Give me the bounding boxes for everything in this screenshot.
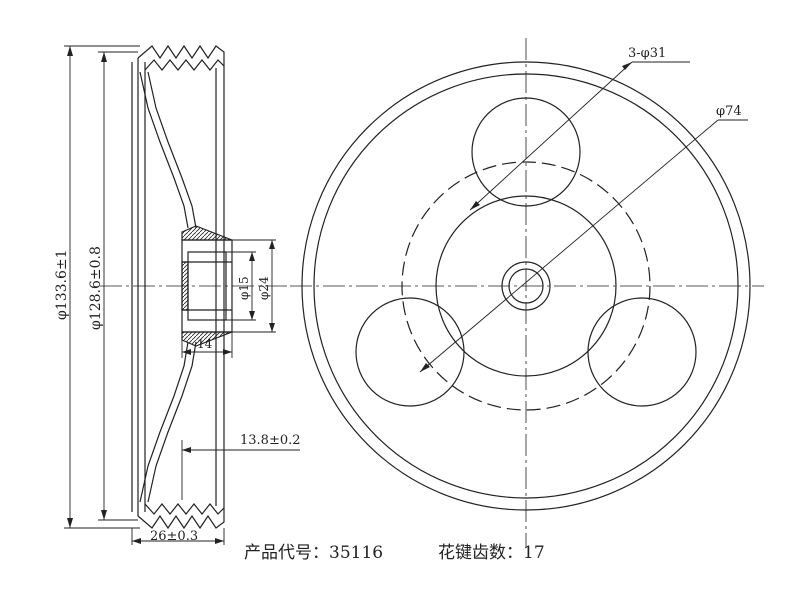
arrowheads-front xyxy=(420,62,632,372)
dim-bore-text: φ15 xyxy=(237,276,251,300)
lightening-hole-left xyxy=(355,297,465,407)
web-upper-inner xyxy=(147,71,197,229)
arrowheads-side xyxy=(67,46,275,544)
product-code-value: 35116 xyxy=(329,543,384,563)
dim-hub-text: φ24 xyxy=(257,276,271,300)
web-lower-inner xyxy=(147,341,197,503)
dim-outer-diameter-text: φ133.6±1 xyxy=(54,249,70,320)
web-upper-outer xyxy=(139,71,189,229)
groove-teeth-top-inner xyxy=(144,59,225,71)
product-code: 产品代号：35116 xyxy=(244,538,383,563)
spline-count: 花键齿数：17 xyxy=(438,538,545,563)
dim-hub-length-text: 14 xyxy=(197,337,213,351)
hole-circle-text: φ74 xyxy=(716,104,742,119)
spline-count-label: 花键齿数： xyxy=(438,543,523,563)
front-leaders xyxy=(419,61,748,373)
dim-groove-offset-text: 13.8±0.2 xyxy=(240,433,301,448)
leader-holes xyxy=(469,61,633,211)
leader-hole-circle xyxy=(419,119,719,373)
groove-teeth-bottom xyxy=(137,514,225,530)
groove-teeth-bottom-inner xyxy=(144,503,225,515)
lightening-hole-right xyxy=(587,297,697,407)
holes-spec-text: 3-φ31 xyxy=(628,46,666,61)
dim-belt-width-text: 26±0.3 xyxy=(150,529,198,544)
product-code-label: 产品代号： xyxy=(244,543,329,563)
spline-count-value: 17 xyxy=(523,543,545,563)
groove-teeth-top xyxy=(137,44,225,60)
dim-groove-diameter-text: φ128.6±0.8 xyxy=(88,246,104,330)
center-lines xyxy=(100,38,764,548)
web-lower-outer xyxy=(139,341,189,503)
